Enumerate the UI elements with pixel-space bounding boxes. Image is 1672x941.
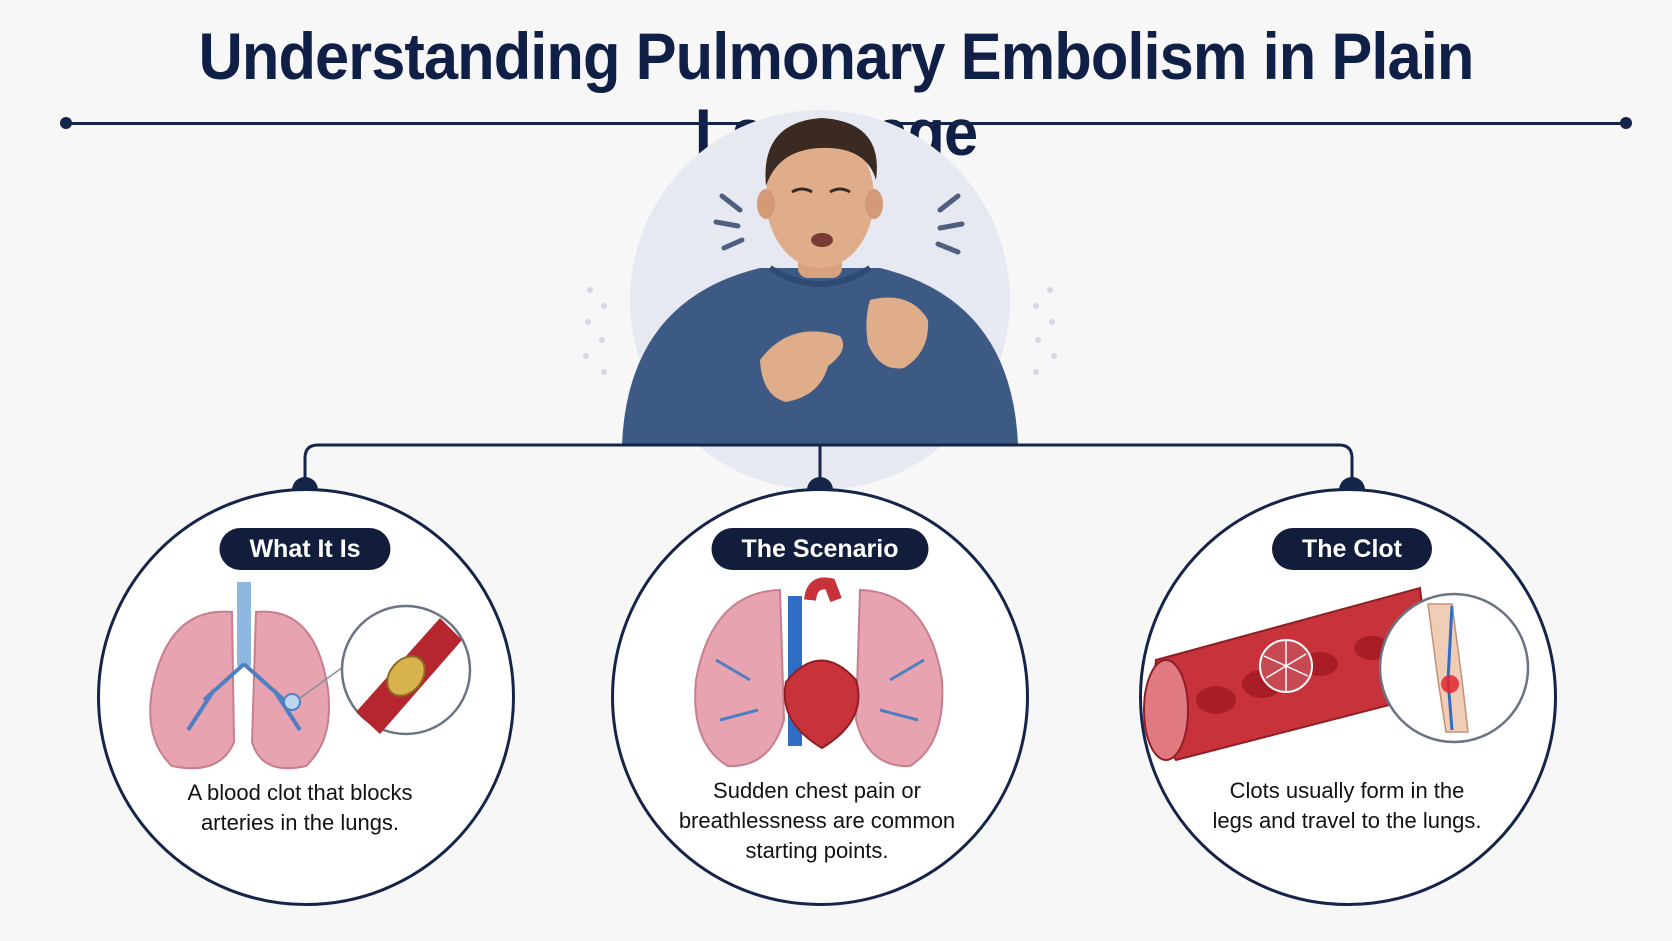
person-hand xyxy=(760,331,844,402)
section-caption: Sudden chest pain or breathlessness are … xyxy=(678,778,956,863)
section-caption: Clots usually form in the legs and trave… xyxy=(1212,778,1482,833)
section-label: What It Is xyxy=(219,528,391,570)
divider-end-dot xyxy=(1620,117,1632,129)
section-label: The Scenario xyxy=(711,528,929,570)
person-head xyxy=(766,128,874,268)
section-label: The Clot xyxy=(1272,528,1432,570)
person-hand xyxy=(866,297,929,369)
section-caption: A blood clot that blocks arteries in the… xyxy=(187,780,413,835)
halftone-dots xyxy=(583,287,1057,375)
pain-marks xyxy=(713,193,965,255)
divider-end-dot xyxy=(60,117,72,129)
